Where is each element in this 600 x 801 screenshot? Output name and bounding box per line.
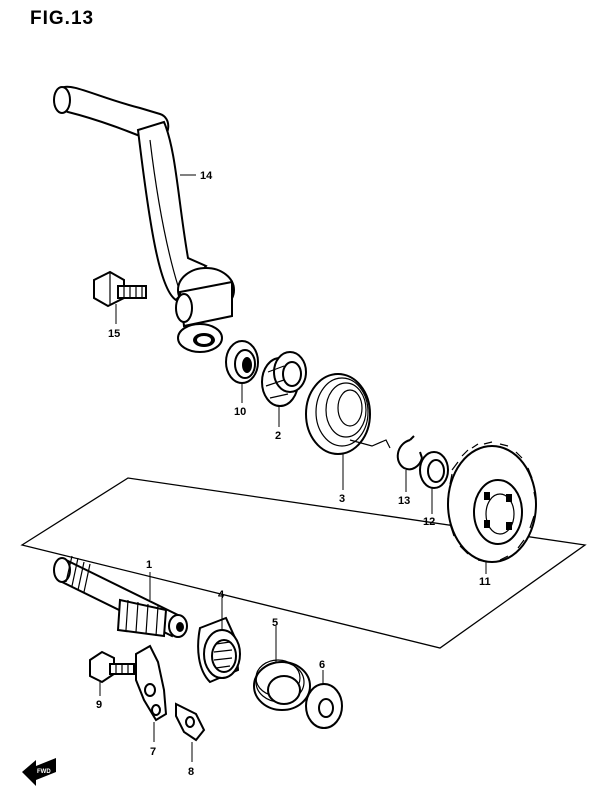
bolt-part-9[interactable] bbox=[89, 650, 135, 684]
washer-part-12[interactable] bbox=[419, 451, 449, 489]
callout-13: 13 bbox=[398, 495, 410, 507]
callout-11: 11 bbox=[479, 576, 491, 588]
stopper-part-8[interactable] bbox=[175, 702, 206, 742]
callout-6: 6 bbox=[319, 659, 325, 671]
callout-5: 5 bbox=[272, 617, 278, 629]
leader-lines bbox=[99, 174, 487, 762]
callout-10: 10 bbox=[234, 406, 246, 418]
callout-3: 3 bbox=[339, 493, 345, 505]
kick-spring-part-3[interactable] bbox=[305, 373, 391, 455]
callout-7: 7 bbox=[150, 746, 156, 758]
callout-12: 12 bbox=[423, 516, 435, 528]
ratchet-part-4[interactable] bbox=[197, 616, 241, 684]
callout-15: 15 bbox=[108, 328, 120, 340]
washer-part-6[interactable] bbox=[305, 683, 343, 729]
callout-9: 9 bbox=[96, 699, 102, 711]
callout-14: 14 bbox=[200, 170, 213, 182]
spring-part-5[interactable] bbox=[253, 659, 311, 711]
spring-guide-part-2[interactable] bbox=[261, 351, 307, 407]
callout-4: 4 bbox=[218, 589, 225, 601]
guide-plate-part-7[interactable] bbox=[135, 644, 168, 722]
kick-lever-part-14[interactable] bbox=[53, 85, 235, 353]
callout-1: 1 bbox=[146, 559, 152, 571]
bolt-part-15[interactable] bbox=[93, 270, 147, 308]
callout-8: 8 bbox=[188, 766, 194, 778]
fwd-label: FWD bbox=[37, 769, 51, 775]
gear-part-11[interactable] bbox=[447, 441, 537, 563]
circlip-part-13[interactable] bbox=[396, 435, 423, 471]
assembly-plane-outline bbox=[20, 477, 587, 649]
bearing-part-10[interactable] bbox=[225, 340, 259, 384]
fwd-arrow: FWD bbox=[22, 758, 56, 786]
kick-shaft-part-1[interactable] bbox=[53, 555, 188, 638]
figure-title: FIG.13 bbox=[30, 8, 95, 29]
callout-2: 2 bbox=[275, 430, 281, 442]
